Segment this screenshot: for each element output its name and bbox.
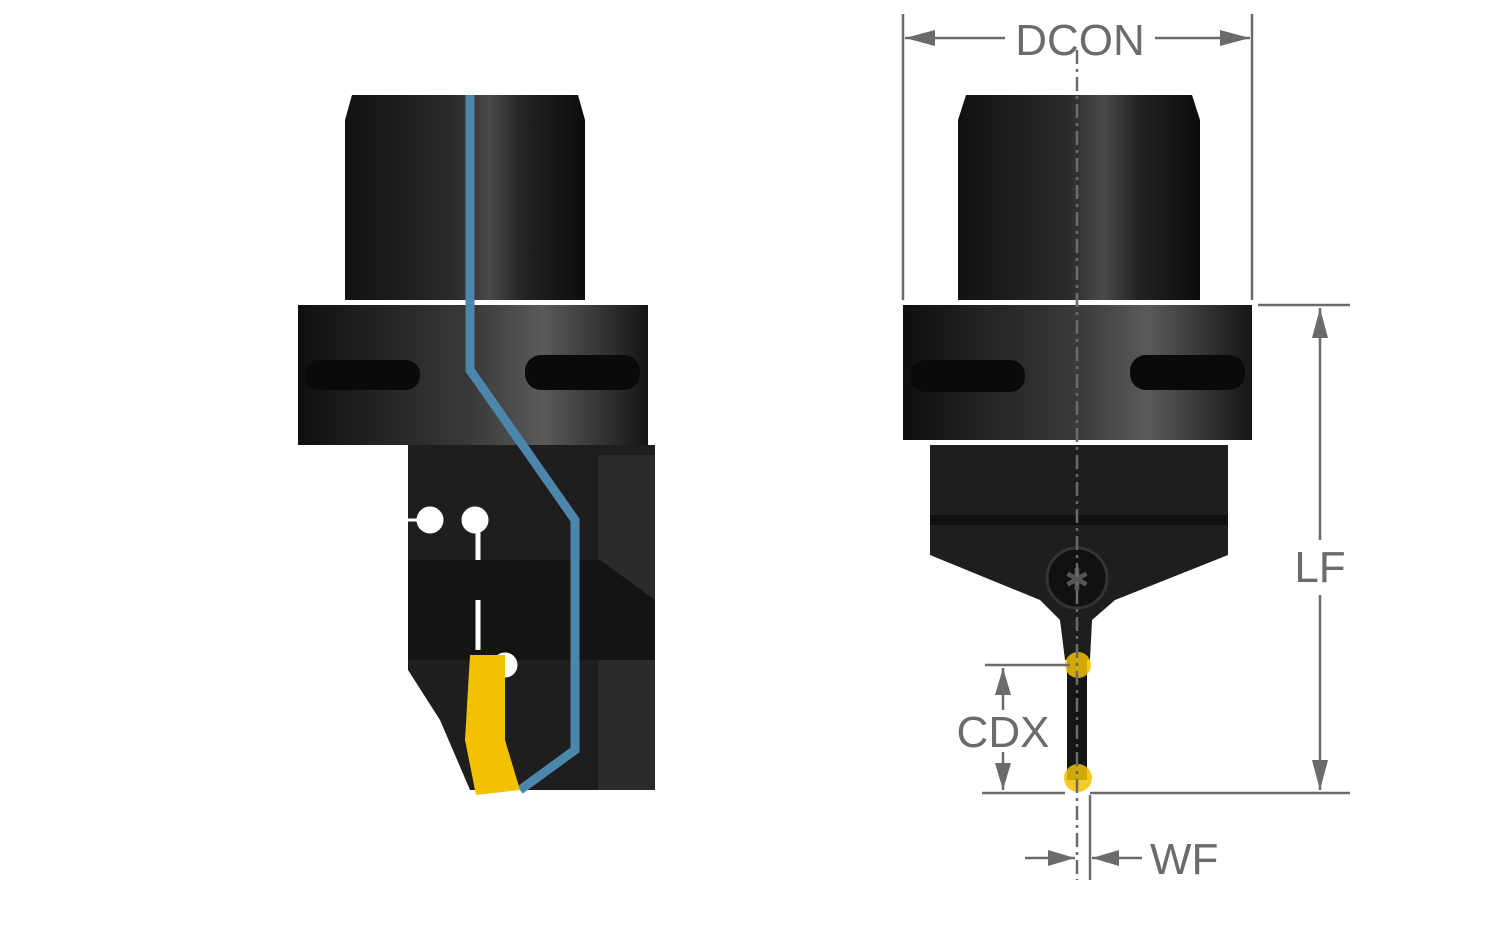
dimension-lines [901,14,1350,880]
wf-label: WF [1150,835,1218,884]
blade-step [930,515,1228,525]
cdx-label: CDX [957,708,1050,757]
insert-bottom [1064,764,1092,792]
insert [465,655,520,795]
flange-slot-left [305,360,420,390]
lf-label: LF [1294,543,1345,592]
flange-slot-right [525,355,640,390]
blade-shade [408,560,655,660]
side-view [298,95,655,795]
shank-cylinder [958,95,1200,300]
flange-slot-left [910,360,1025,392]
front-view: ✱ [903,95,1252,792]
flange-slot-right [1130,355,1245,390]
shank-cylinder [345,95,585,300]
coolant-channel [465,95,580,794]
dcon-label: DCON [1015,16,1145,65]
